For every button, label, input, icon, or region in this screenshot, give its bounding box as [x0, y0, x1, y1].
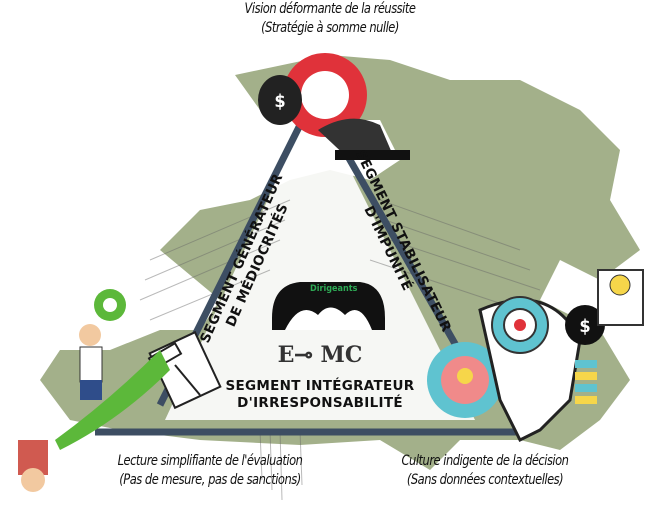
top-caption: Vision déformante de la réussite (Straté…	[199, 0, 461, 38]
bottom-left-subtitle: (Pas de mesure, pas de sanctions)	[119, 472, 301, 488]
bottom-left-caption: Lecture simplifiante de l'évaluation (Pa…	[87, 452, 333, 490]
bottom-segment-line2: D'IRRESPONSABILITÉ	[237, 395, 403, 411]
bottom-segment-label: SEGMENT INTÉGRATEUR D'IRRESPONSABILITÉ	[220, 378, 420, 412]
triangle-fill	[165, 120, 475, 420]
top-title: Vision déformante de la réussite	[244, 1, 416, 17]
dollar-hand-icon: $	[565, 305, 605, 345]
svg-text:$: $	[579, 316, 590, 337]
server-icon	[575, 360, 597, 404]
bottom-left-title: Lecture simplifiante de l'évaluation	[117, 453, 303, 469]
bottom-right-subtitle: (Sans données contextuelles)	[406, 472, 564, 488]
lightbulb-gear-icon	[427, 342, 503, 418]
bottom-right-title: Culture indigente de la décision	[401, 453, 569, 469]
emc-wordmark: E⊸ MC	[278, 342, 363, 368]
hatching	[139, 199, 541, 501]
target-icon	[491, 296, 549, 354]
bottom-right-caption: Culture indigente de la décision (Sans d…	[362, 452, 608, 490]
money-bag-icon: $	[258, 75, 302, 125]
top-subtitle: (Stratégie à somme nulle)	[261, 20, 399, 36]
bottom-segment-line1: SEGMENT INTÉGRATEUR	[225, 378, 415, 394]
board-icon	[597, 269, 644, 326]
businessman-icon	[55, 289, 170, 450]
road-icon	[318, 118, 410, 160]
svg-text:$: $	[274, 91, 285, 112]
dirigeants-logo	[272, 282, 385, 330]
gavel-icon	[147, 330, 222, 410]
logo-label: Dirigeants	[310, 284, 358, 294]
person-icon	[18, 440, 48, 492]
red-gear-icon	[283, 53, 367, 137]
